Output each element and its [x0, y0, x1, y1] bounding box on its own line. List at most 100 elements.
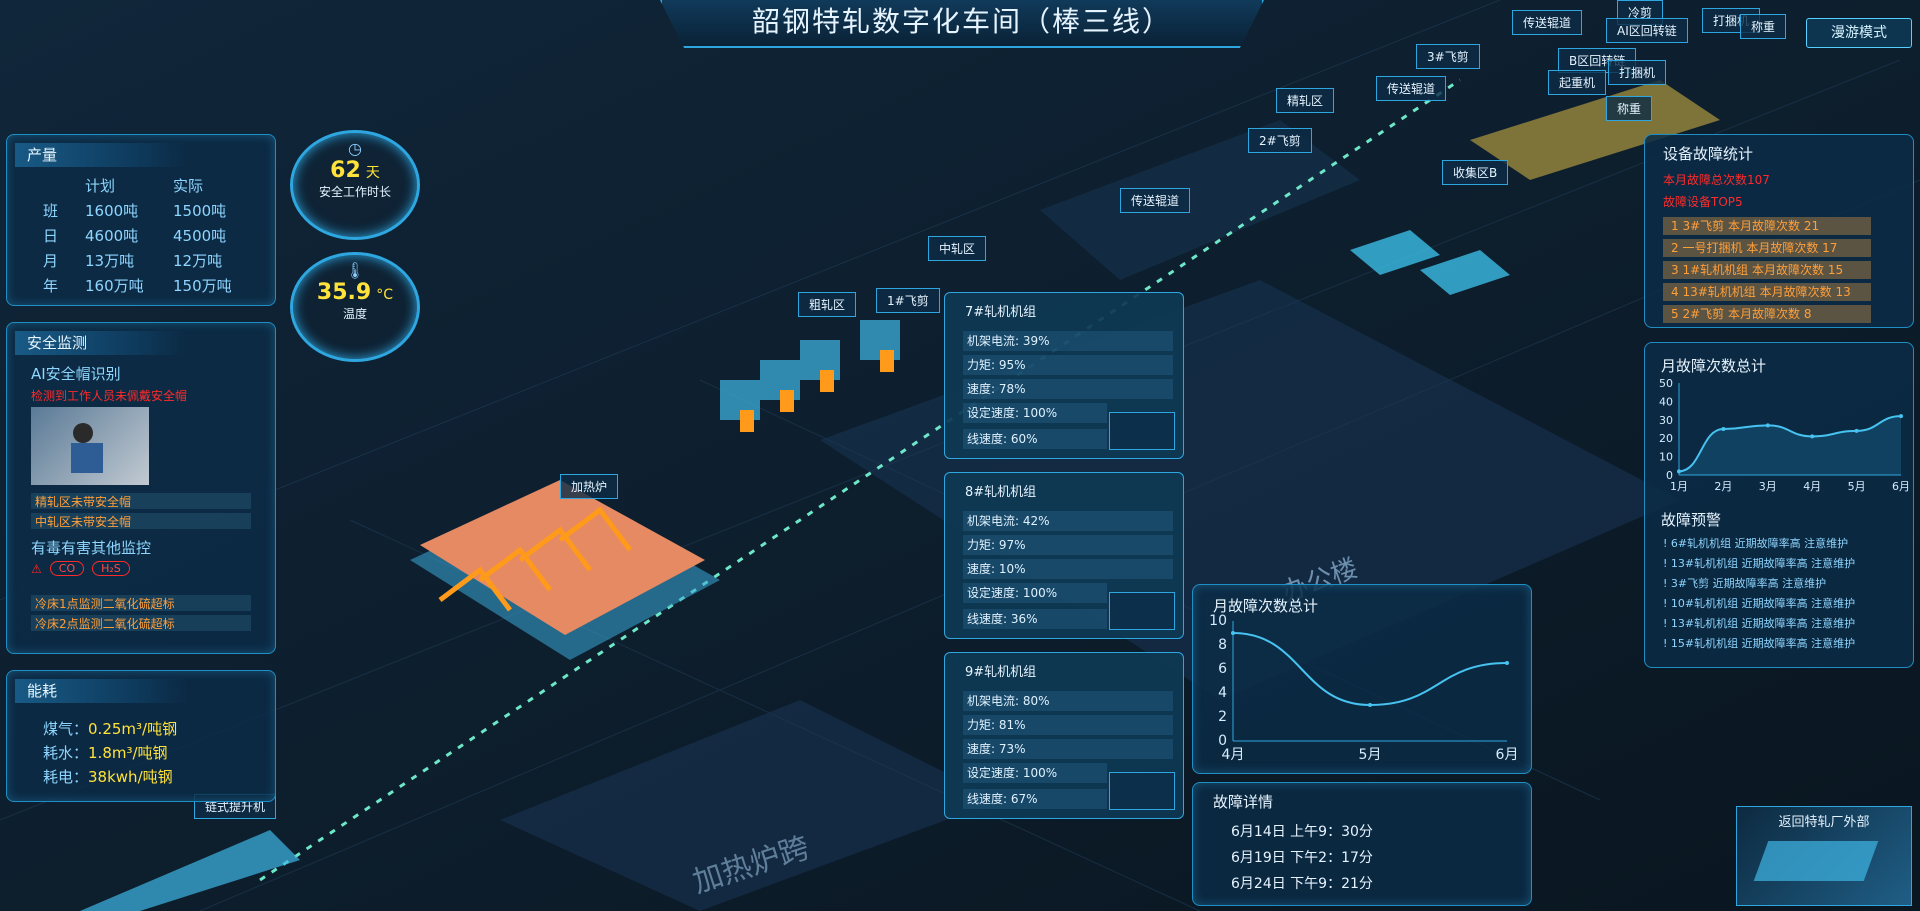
scene-label-crane[interactable]: 起重机: [1548, 70, 1607, 95]
output-row-actual: 1500吨: [173, 202, 227, 220]
camera-snapshot[interactable]: [31, 407, 149, 485]
scene-label-conveyor-3[interactable]: 传送辊道: [1120, 188, 1191, 213]
data-point: [1677, 469, 1681, 474]
mill-card-8[interactable]: 8#轧机机组 机架电流: 42% 力矩: 97% 速度: 10% 设定速度: 1…: [944, 472, 1184, 639]
top5-item-1[interactable]: 1 3#飞剪 本月故障次数 21: [1663, 217, 1871, 235]
mill-set-speed: 设定速度: 100%: [963, 403, 1107, 423]
scene-label-collector-b[interactable]: 收集区B: [1442, 160, 1509, 185]
data-point: [1721, 427, 1726, 431]
y-tick-label: 4: [1218, 685, 1227, 701]
y-tick-label: 30: [1659, 414, 1673, 427]
output-row-label: 月: [43, 252, 59, 270]
mill-trend-icon[interactable]: [1109, 592, 1175, 630]
output-row-label: 年: [43, 277, 59, 295]
scene-label-conveyor-2[interactable]: 传送辊道: [1376, 76, 1447, 101]
warning-row[interactable]: ! 13#轧机机组 近期故障率高 注意维护: [1663, 615, 1855, 633]
mill-line-speed: 线速度: 36%: [963, 609, 1107, 629]
x-tick-label: 5月: [1848, 480, 1866, 493]
warning-icon: !: [1663, 537, 1668, 550]
center-chart-title: 月故障次数总计: [1213, 597, 1319, 615]
safe-days-value: 62: [330, 158, 361, 183]
warning-advice: 注意维护: [1811, 557, 1856, 570]
return-outside-link[interactable]: 返回特轧厂外部: [1778, 815, 1870, 830]
top5-rank: 3: [1671, 263, 1679, 277]
data-point: [1810, 434, 1815, 439]
scene-label-scale[interactable]: 称重: [1740, 14, 1787, 39]
warning-advice: 注意维护: [1811, 637, 1856, 650]
warning-advice: 注意维护: [1804, 537, 1849, 550]
warning-row[interactable]: ! 15#轧机机组 近期故障率高 注意维护: [1663, 635, 1855, 653]
energy-list: 煤气：0.25m³/吨钢 耗水：1.8m³/吨钢 耗电：38kwh/吨钢: [43, 717, 177, 789]
energy-label: 耗水：: [43, 744, 89, 762]
roam-mode-button[interactable]: 漫游模式: [1806, 18, 1912, 48]
scene-label-furnace[interactable]: 加热炉: [560, 474, 619, 499]
toxic-item[interactable]: 冷床1点监测二氧化硫超标: [31, 595, 251, 611]
scene-label-ai-recycle[interactable]: AI区回转链: [1606, 18, 1688, 43]
fault-detail-item[interactable]: 6月14日 上午9：30分: [1231, 824, 1373, 840]
mill-name: 9#轧机机组: [965, 665, 1037, 680]
mill-trend-icon[interactable]: [1109, 772, 1175, 810]
scene-label-finishing[interactable]: 精轧区: [1276, 88, 1335, 113]
output-panel: 产量 计划 实际 班 1600吨 1500吨 日 4600吨 4500吨 月 1…: [6, 134, 276, 306]
toxic-badge-co[interactable]: CO: [49, 561, 85, 576]
output-row-label: 日: [43, 227, 59, 245]
mill-card-9[interactable]: 9#轧机机组 机架电流: 80% 力矩: 81% 速度: 73% 设定速度: 1…: [944, 652, 1184, 819]
ai-helmet-list: 精轧区未带安全帽 中轧区未带安全帽: [31, 493, 251, 533]
warning-device: 13#轧机机组: [1670, 617, 1739, 630]
ai-helmet-title: AI安全帽识别: [31, 365, 121, 383]
safe-days-unit: 天: [365, 165, 380, 181]
top5-item-4[interactable]: 4 13#轧机机组 本月故障次数 13: [1663, 283, 1871, 301]
scene-label-conveyor[interactable]: 传送辊道: [1512, 10, 1583, 35]
energy-label: 耗电：: [43, 768, 89, 786]
fault-detail-item[interactable]: 6月24日 下午9：21分: [1231, 876, 1373, 892]
top5-item-3[interactable]: 3 1#轧机机组 本月故障次数 15: [1663, 261, 1871, 279]
monthly-fault-total: 本月故障总次数107: [1663, 173, 1770, 187]
data-point: [1854, 428, 1859, 433]
scene-label-scale-2[interactable]: 称重: [1606, 96, 1653, 121]
warning-row[interactable]: ! 10#轧机机组 近期故障率高 注意维护: [1663, 595, 1855, 613]
ai-helmet-item[interactable]: 中轧区未带安全帽: [31, 513, 251, 529]
y-tick-label: 10: [1209, 613, 1227, 629]
x-tick-label: 2月: [1714, 480, 1732, 493]
scene-label-rough-mill[interactable]: 粗轧区: [798, 292, 857, 317]
energy-value: 0.25m³/吨钢: [88, 720, 178, 738]
mill-torque: 力矩: 81%: [963, 715, 1173, 735]
fault-detail-item[interactable]: 6月19日 下午2：17分: [1231, 850, 1373, 866]
series-line: [1232, 632, 1508, 707]
warning-row[interactable]: ! 6#轧机机组 近期故障率高 注意维护: [1663, 535, 1848, 553]
mill-trend-icon[interactable]: [1109, 412, 1175, 450]
warning-row[interactable]: ! 13#轧机机组 近期故障率高 注意维护: [1663, 555, 1855, 573]
warning-device: 10#轧机机组: [1670, 597, 1739, 610]
ai-helmet-item[interactable]: 精轧区未带安全帽: [31, 493, 251, 509]
energy-value: 1.8m³/吨钢: [88, 744, 168, 762]
data-point: [1368, 703, 1372, 707]
top5-item-2[interactable]: 2 一号打捆机 本月故障次数 17: [1663, 239, 1871, 257]
output-table: 计划 实际 班 1600吨 1500吨 日 4600吨 4500吨 月 13万吨…: [43, 173, 263, 298]
safety-panel-title: 安全监测: [15, 331, 187, 355]
x-tick-label: 6月: [1496, 747, 1519, 763]
scene-label-cold-shear[interactable]: 冷剪: [1617, 0, 1664, 25]
output-col-actual: 实际: [173, 177, 204, 195]
output-row-actual: 12万吨: [173, 252, 223, 270]
top5-text: 本月故障次数 8: [1728, 307, 1812, 321]
mill-card-7[interactable]: 7#轧机机组 机架电流: 39% 力矩: 95% 速度: 78% 设定速度: 1…: [944, 292, 1184, 459]
toxic-badge-h2s[interactable]: H₂S: [92, 561, 130, 576]
top5-text: 本月故障次数 21: [1728, 219, 1820, 233]
warning-advice: 注意维护: [1782, 577, 1827, 590]
scene-label-bundler-2[interactable]: 打捆机: [1608, 60, 1667, 85]
output-table-header: 计划 实际: [43, 173, 263, 198]
top5-item-5[interactable]: 5 2#飞剪 本月故障次数 8: [1663, 305, 1871, 323]
toxic-item[interactable]: 冷床2点监测二氧化硫超标: [31, 615, 251, 631]
thermometer-icon: 🌡: [344, 261, 366, 280]
warning-icon: !: [1663, 617, 1668, 630]
y-tick-label: 20: [1659, 432, 1673, 445]
scene-label-middle-mill[interactable]: 中轧区: [928, 236, 987, 261]
temperature-value: 35.9: [316, 280, 372, 305]
scene-label-flying-shear-2[interactable]: 2#飞剪: [1248, 128, 1312, 153]
scene-label-flying-shear-3[interactable]: 3#飞剪: [1416, 44, 1480, 69]
minimap[interactable]: 返回特轧厂外部: [1736, 806, 1912, 906]
scene-label-flying-shear-1[interactable]: 1#飞剪: [876, 288, 940, 313]
warning-row[interactable]: ! 3#飞剪 近期故障率高 注意维护: [1663, 575, 1826, 593]
